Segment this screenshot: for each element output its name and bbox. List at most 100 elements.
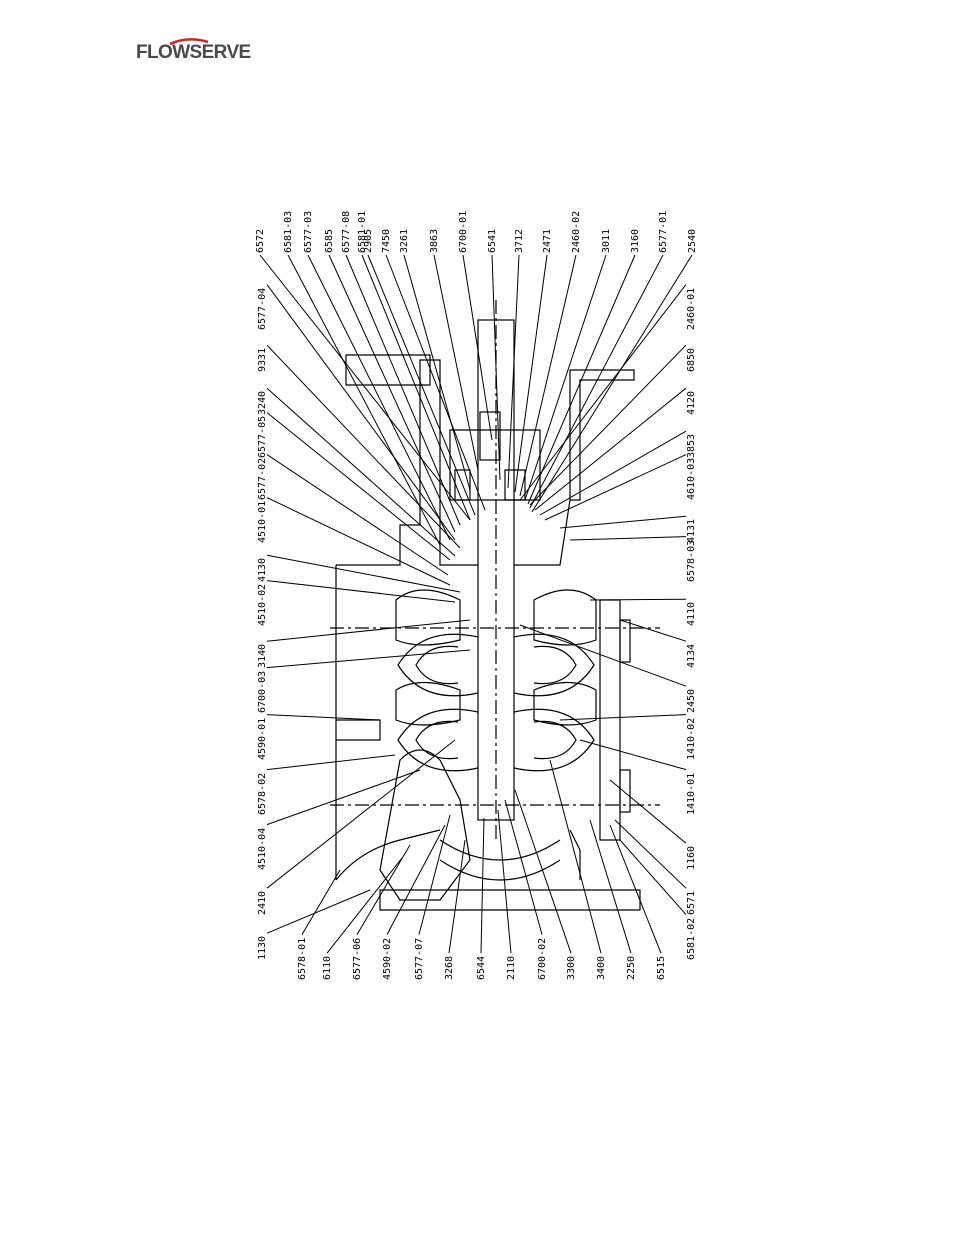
top-label: 3011	[601, 229, 612, 253]
upper-row-leader	[266, 714, 381, 721]
bottom-label: 4590-02	[382, 938, 393, 980]
top-leader	[491, 254, 501, 481]
upper-row-leader	[266, 889, 371, 934]
lower-row-leader	[609, 779, 687, 844]
lower-row-label: 4131	[686, 519, 697, 543]
coupling-key	[479, 411, 501, 461]
tie-bolt	[599, 599, 621, 841]
top-leader	[507, 254, 520, 489]
casing-upper-outline	[336, 359, 478, 566]
lower-row-leader	[579, 739, 687, 771]
diffuser-left-1	[395, 589, 461, 646]
upper-row-leader	[266, 739, 456, 889]
bearing-upper	[454, 469, 471, 501]
bottom-label: 2250	[626, 956, 637, 980]
bottom-leader	[497, 809, 512, 954]
top-label: 6581-03	[283, 211, 294, 253]
upper-row-label: 1130	[257, 936, 268, 960]
bottom-leader	[326, 857, 403, 954]
top-label: 3261	[399, 229, 410, 253]
suction-inlet	[335, 829, 441, 881]
top-label: 3863	[429, 229, 440, 253]
top-label: 2471	[542, 229, 553, 253]
top-label: 6585	[324, 229, 335, 253]
top-leader	[433, 254, 479, 471]
top-label: 2460-02	[571, 211, 582, 253]
pump-geometry	[330, 300, 660, 911]
top-leader	[462, 254, 493, 441]
lower-row-leader	[519, 284, 687, 501]
bottom-leader	[301, 869, 341, 935]
upper-row-label: 4590-01	[257, 718, 268, 760]
top-leader	[328, 254, 456, 533]
upper-row-label: 6577-04	[257, 288, 268, 330]
bottom-leader	[514, 789, 572, 954]
bottom-label: 6515	[656, 956, 667, 980]
top-leader	[529, 254, 664, 509]
top-label: 3712	[514, 229, 525, 253]
lower-row-leader	[614, 819, 687, 889]
bottom-label: 6544	[476, 956, 487, 980]
top-label: 6577-03	[303, 211, 314, 253]
upper-row-leader	[266, 554, 461, 593]
lower-row-label: 1410-01	[686, 773, 697, 815]
baseplate	[379, 889, 641, 911]
lower-row-label: 1160	[686, 846, 697, 870]
casing-flange-left	[335, 565, 381, 880]
logo-swoosh-icon	[169, 38, 209, 46]
top-leader	[514, 254, 548, 493]
bottom-leader	[448, 839, 466, 954]
impeller-stage1-left-vane	[415, 645, 459, 685]
top-leader	[385, 254, 486, 511]
impeller-stage1-left	[397, 633, 479, 697]
flowserve-logo: FLOWSERVE	[136, 38, 251, 72]
bottom-label: 3400	[596, 956, 607, 980]
coupling-guard	[345, 354, 431, 386]
bottom-leader	[504, 799, 543, 935]
impeller-stage2-left-vane	[415, 720, 459, 760]
lower-row-label: 4134	[686, 644, 697, 668]
upper-row-leader	[266, 497, 451, 586]
upper-row-label: 9331	[257, 348, 268, 372]
bottom-leader	[480, 817, 485, 954]
casing-lower-outline	[514, 369, 635, 566]
bottom-label: 6110	[322, 956, 333, 980]
top-leader	[519, 254, 577, 497]
lower-row-leader	[519, 624, 687, 687]
top-label: 6541	[487, 229, 498, 253]
top-label: 6577-08	[341, 211, 352, 253]
bottom-leader	[356, 844, 411, 935]
lower-row-label: 4110	[686, 602, 697, 626]
bottom-leader	[418, 814, 451, 935]
bottom-leader	[609, 824, 662, 954]
bottom-label: 2110	[506, 956, 517, 980]
top-label: 6572	[255, 229, 266, 253]
bottom-label: 6577-06	[352, 938, 363, 980]
lower-row-leader	[619, 839, 687, 915]
tie-nut-lower	[619, 769, 631, 813]
tie-nut-upper	[619, 619, 631, 663]
bottom-leader	[386, 824, 446, 935]
bottom-leader	[589, 819, 632, 954]
bottom-leader	[549, 759, 602, 954]
top-leader	[531, 254, 693, 513]
top-label: 6700-01	[458, 211, 469, 253]
upper-row-label: 2410	[257, 891, 268, 915]
impeller-stage2-left	[397, 708, 479, 772]
bottom-label: 6700-02	[537, 938, 548, 980]
upper-row-label: 4510-01	[257, 501, 268, 543]
top-leader	[403, 254, 471, 491]
lower-row-label: 1410-02	[686, 718, 697, 760]
bottom-label: 3300	[566, 956, 577, 980]
upper-row-leader	[266, 412, 451, 561]
top-label: 6577-01	[658, 211, 669, 253]
top-label: 2905	[363, 229, 374, 253]
upper-row-leader	[266, 454, 449, 576]
foot-right	[569, 829, 581, 880]
lower-row-leader	[619, 619, 687, 642]
top-leader	[307, 254, 451, 541]
lower-row-label: 2460-01	[686, 288, 697, 330]
upper-row-leader	[266, 344, 461, 549]
bottom-label: 3268	[444, 956, 455, 980]
